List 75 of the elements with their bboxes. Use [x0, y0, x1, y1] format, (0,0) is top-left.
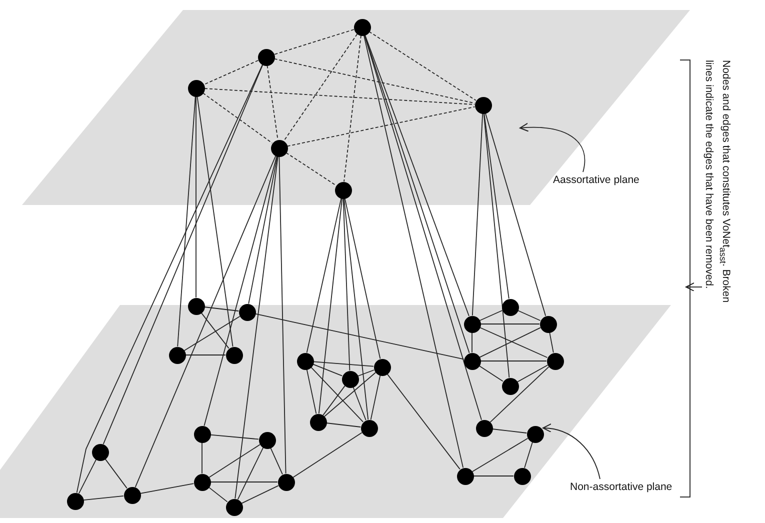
network-edge [478, 365, 504, 382]
network-edge [184, 316, 240, 352]
network-edge [140, 483, 194, 494]
network-edge [358, 370, 374, 376]
network-edge [278, 156, 286, 474]
removed-edge [283, 34, 358, 142]
network-edge [344, 198, 381, 360]
network-edge [324, 372, 376, 417]
network-edge [483, 113, 510, 378]
network-edge [134, 155, 276, 488]
removed-edge [286, 152, 336, 186]
network-edge [364, 34, 482, 420]
network-edge [370, 374, 381, 420]
network-edge [343, 198, 369, 420]
network-edge [83, 495, 124, 501]
removed-edge [203, 60, 259, 86]
network-edge [237, 447, 264, 500]
removed-edge [202, 92, 273, 144]
network-edge [177, 96, 196, 347]
network-edge [326, 422, 362, 428]
network-edge [318, 198, 343, 414]
network-edge [208, 486, 228, 502]
network-edge [200, 312, 230, 349]
network-edge [386, 373, 460, 470]
network-edge [313, 361, 374, 367]
network-edge [492, 428, 528, 434]
network-node [188, 298, 204, 314]
network-edge [312, 364, 343, 376]
removed-edge [274, 29, 354, 55]
leader-arrow [520, 123, 586, 172]
network-edge [248, 156, 278, 304]
network-edge [306, 198, 342, 354]
plane-label: Non-assortative plane [570, 481, 672, 493]
removed-edge [344, 34, 362, 182]
plane-label: Aassortative plane [553, 174, 640, 186]
network-edge [363, 34, 464, 468]
network-edge [104, 458, 128, 489]
network-edge [472, 113, 484, 316]
network-edge [549, 332, 554, 354]
network-edge [292, 432, 362, 478]
network-edge [306, 368, 317, 414]
network-edge [204, 306, 240, 312]
network-edge [196, 96, 234, 348]
network-edge [480, 360, 547, 362]
leader-arrow [542, 424, 600, 480]
network-edge [234, 156, 278, 500]
network-edge [210, 434, 259, 440]
plane [22, 10, 690, 205]
removed-edge [266, 64, 278, 140]
network-edge [78, 459, 97, 494]
removed-edge [368, 31, 476, 101]
network-edge [342, 198, 350, 371]
removed-edge [286, 106, 476, 147]
network-edge [479, 310, 503, 321]
network-edge [490, 366, 550, 423]
network-edge [270, 447, 283, 475]
network-edge [254, 313, 464, 360]
network-edge [484, 112, 546, 316]
network-edge [102, 64, 264, 445]
removed-edge [204, 88, 475, 105]
network-edge [322, 385, 346, 416]
network-edge [524, 442, 533, 468]
network-edge [484, 112, 510, 300]
network-edge [204, 156, 278, 426]
network-edge [310, 366, 364, 422]
network-edge [472, 438, 528, 472]
network-edge [517, 310, 541, 321]
network-edge [208, 444, 260, 478]
network-edge [516, 364, 548, 382]
network-edge [76, 64, 263, 494]
network-node [502, 298, 518, 316]
network-edge [352, 386, 366, 421]
network-edge [241, 485, 279, 504]
network-edge [185, 354, 226, 356]
removed-edge [274, 58, 476, 104]
